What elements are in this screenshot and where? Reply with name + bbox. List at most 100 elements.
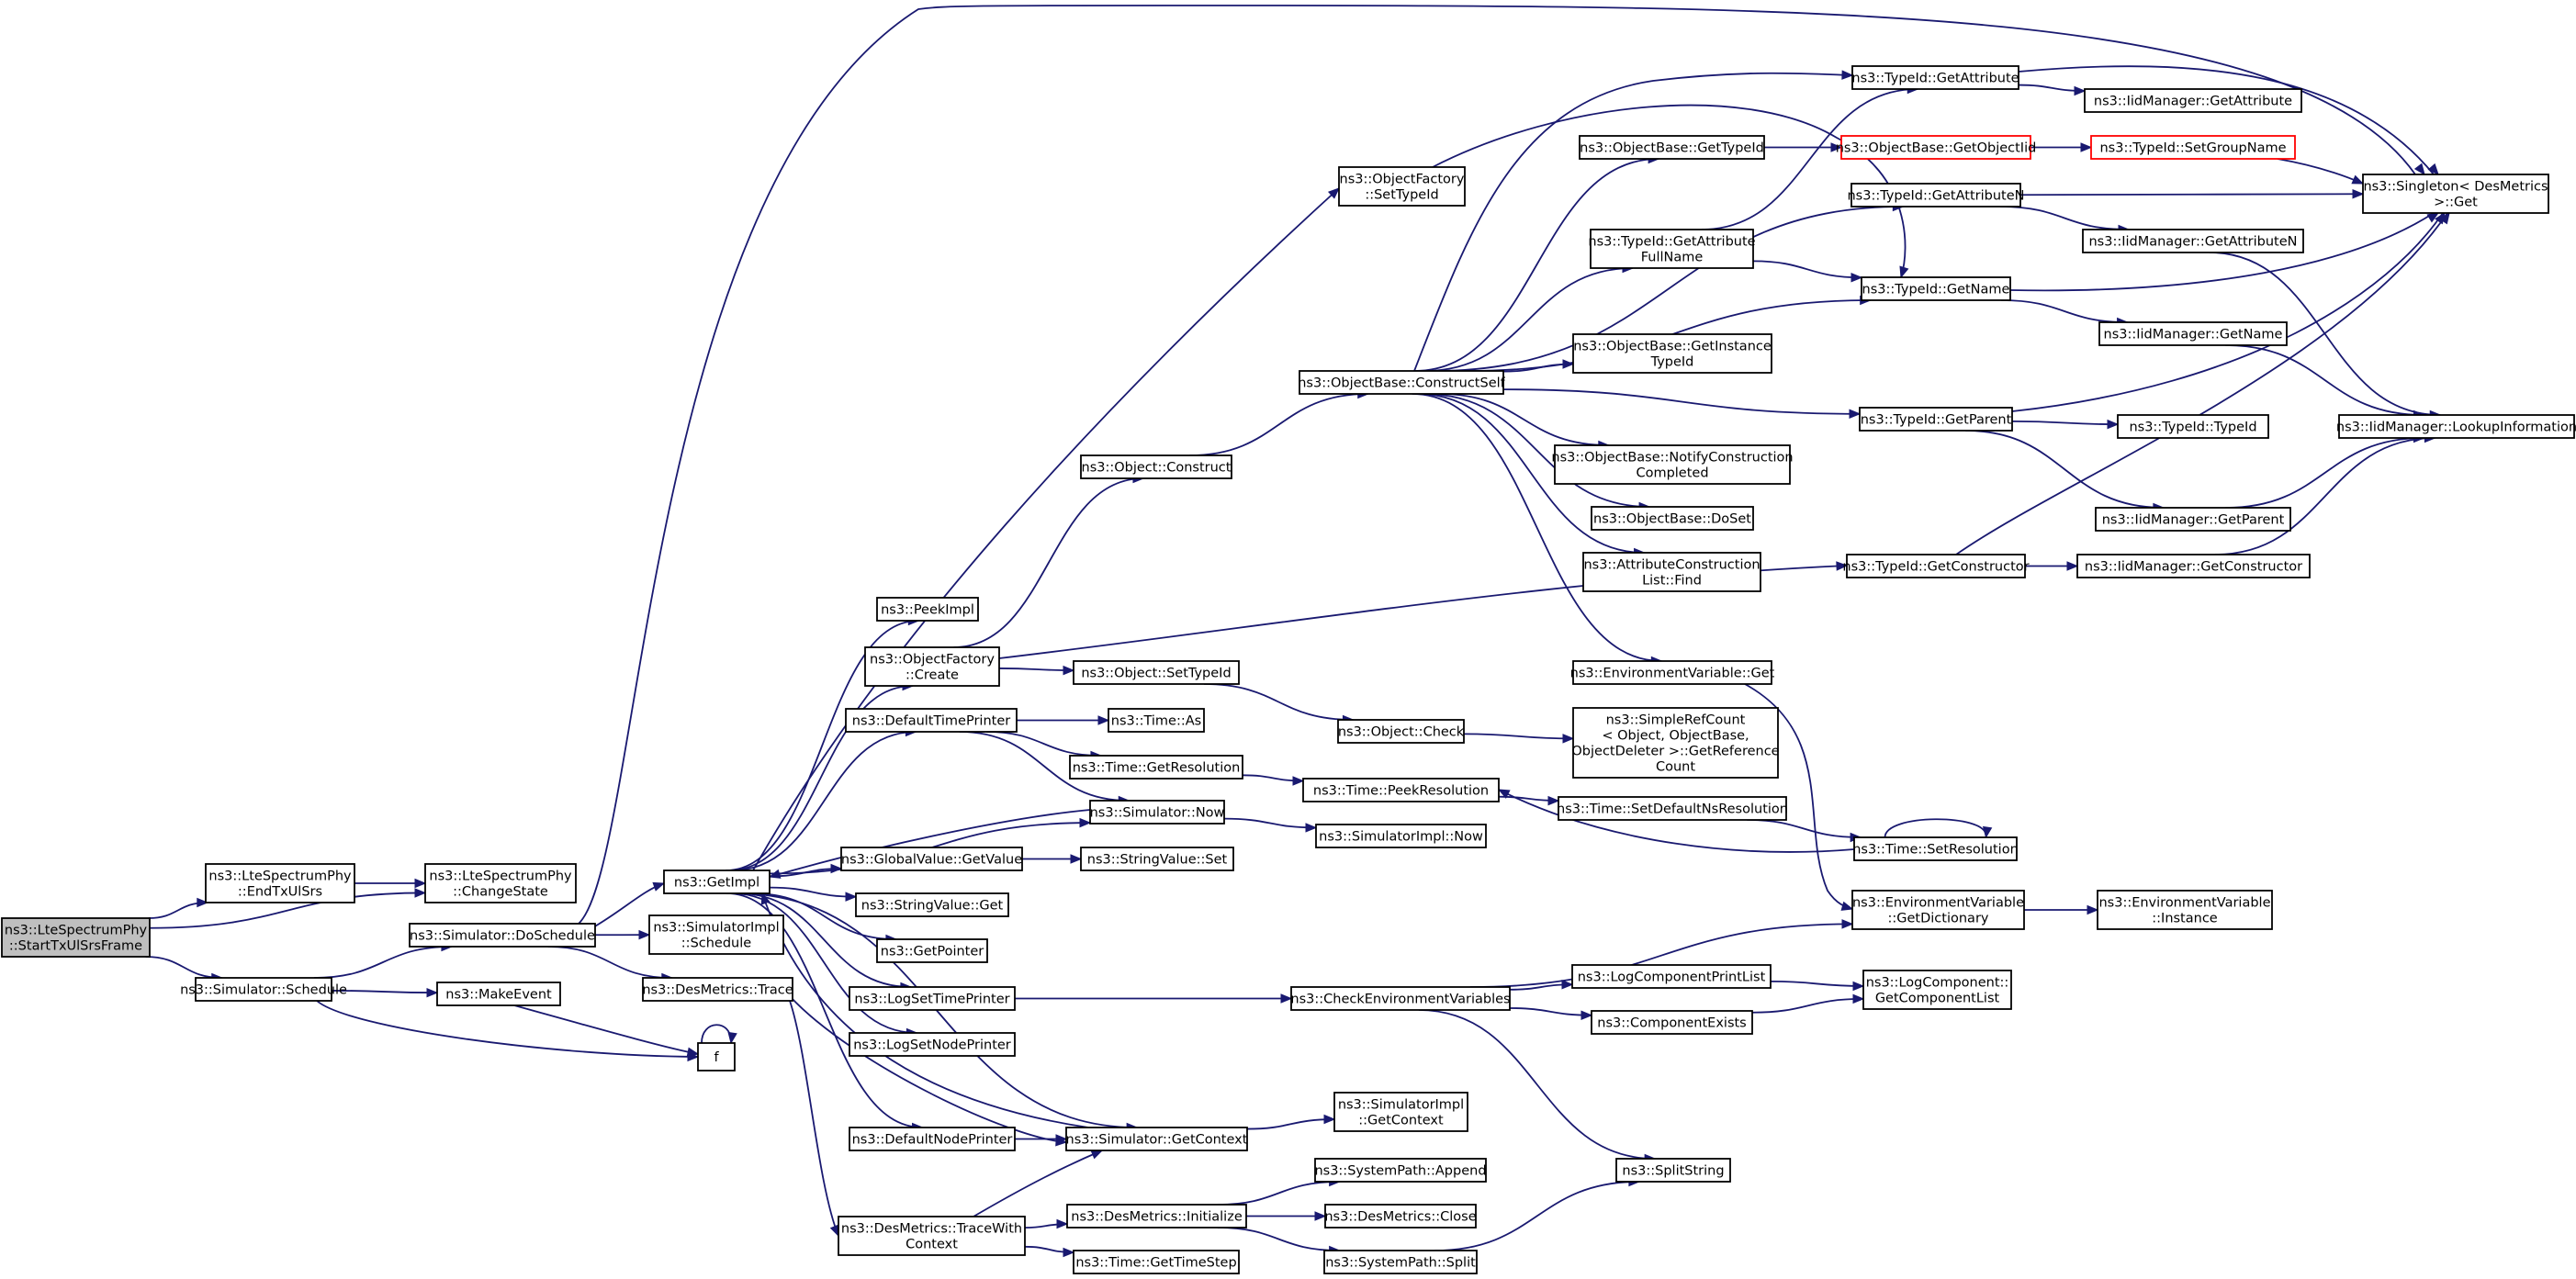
node-desmetrics-trace[interactable]: ns3::DesMetrics::Trace — [642, 977, 793, 1002]
node-end-tx-ul-srs[interactable]: ns3::LteSpectrumPhy::EndTxUlSrs — [205, 863, 355, 903]
node-default-node-printer[interactable]: ns3::DefaultNodePrinter — [849, 1127, 1016, 1151]
node-object-settypeid[interactable]: ns3::Object::SetTypeId — [1073, 660, 1240, 685]
node-simplerefcount-getreferencecount[interactable]: ns3::SimpleRefCount< Object, ObjectBase,… — [1571, 707, 1780, 779]
node-componentexists[interactable]: ns3::ComponentExists — [1591, 1010, 1753, 1035]
node-objectbase-notifyconstructioncompleted[interactable]: ns3::ObjectBase::NotifyConstructionCompl… — [1551, 444, 1794, 485]
node-typeid-getparent[interactable]: ns3::TypeId::GetParent — [1859, 407, 2013, 432]
edge-simulator_now-to-simulatorimpl_now — [1223, 817, 1318, 833]
node-typeid-setgroupname[interactable]: ns3::TypeId::SetGroupName — [2090, 135, 2296, 160]
node-simulator-schedule[interactable]: ns3::Simulator::Schedule — [180, 977, 347, 1002]
node-label: ns3::LteSpectrumPhy — [208, 869, 352, 884]
node-object-construct[interactable]: ns3::Object::Construct — [1080, 454, 1232, 479]
node-label: ns3::Simulator::DoSchedule — [410, 929, 595, 944]
node-simulator-now[interactable]: ns3::Simulator::Now — [1089, 800, 1225, 825]
node-start-tx-ul-srs-frame[interactable]: ns3::LteSpectrumPhy::StartTxUlSrsFrame — [1, 917, 151, 958]
node-object-check[interactable]: ns3::Object::Check — [1337, 719, 1465, 744]
edge-get_impl-to-objectfactory_settypeid — [752, 187, 1340, 871]
node-label: ns3::Simulator::Now — [1090, 806, 1225, 821]
node-change-state[interactable]: ns3::LteSpectrumPhy::ChangeState — [424, 863, 577, 903]
node-default-time-printer[interactable]: ns3::DefaultTimePrinter — [845, 708, 1018, 733]
node-label: ns3::TypeId::SetGroupName — [2099, 141, 2286, 156]
arrowhead — [1547, 795, 1560, 806]
node-typeid-getattributen[interactable]: ns3::TypeId::GetAttributeN — [1847, 183, 2025, 208]
node-label: ns3::StringValue::Get — [861, 899, 1004, 914]
edge-objectbase_getobjectiid-to-typeid_setgroupname — [2030, 142, 2093, 152]
node-objectbase-doset[interactable]: ns3::ObjectBase::DoSet — [1591, 506, 1754, 531]
node-time-as[interactable]: ns3::Time::As — [1108, 708, 1205, 733]
node-time-peekresolution[interactable]: ns3::Time::PeekResolution — [1302, 778, 1500, 802]
arrowhead — [2352, 189, 2365, 199]
edge-simulator_schedule-to-simulator_doschedule — [314, 941, 454, 979]
arrowhead — [1850, 272, 1863, 283]
node-label: ns3::Simulator::Schedule — [180, 983, 347, 998]
node-simulatorimpl-schedule[interactable]: ns3::SimulatorImpl::Schedule — [648, 914, 784, 955]
node-get-impl[interactable]: ns3::GetImpl — [663, 869, 771, 894]
arrowhead — [727, 1031, 737, 1045]
node-iidmanager-getattributen[interactable]: ns3::IidManager::GetAttributeN — [2082, 229, 2304, 253]
node-splitstring[interactable]: ns3::SplitString — [1615, 1158, 1731, 1183]
edge-simulator_schedule-to-f — [316, 1000, 700, 1062]
arrowhead — [1292, 776, 1305, 786]
node-label: ns3::ObjectBase::GetInstance — [1573, 340, 1772, 354]
node-objectbase-getobjectiid[interactable]: ns3::ObjectBase::GetObjectIid — [1836, 135, 2037, 160]
node-f[interactable]: f — [697, 1042, 736, 1071]
node-desmetrics-initialize[interactable]: ns3::DesMetrics::Initialize — [1066, 1204, 1247, 1229]
node-stringvalue-set[interactable]: ns3::StringValue::Set — [1080, 847, 1234, 871]
node-objectbase-constructself[interactable]: ns3::ObjectBase::ConstructSelf — [1298, 370, 1506, 395]
node-typeid-getconstructor[interactable]: ns3::TypeId::GetConstructor — [1842, 554, 2030, 578]
arrowhead — [426, 987, 439, 998]
node-environmentvariable-instance[interactable]: ns3::EnvironmentVariable::Instance — [2097, 890, 2273, 930]
node-simulator-getcontext[interactable]: ns3::Simulator::GetContext — [1065, 1127, 1248, 1151]
node-peek-impl[interactable]: ns3::PeekImpl — [876, 597, 979, 622]
node-make-event[interactable]: ns3::MakeEvent — [436, 982, 561, 1006]
node-environmentvariable-get[interactable]: ns3::EnvironmentVariable::Get — [1570, 660, 1775, 685]
node-logcomponentprintlist[interactable]: ns3::LogComponentPrintList — [1571, 964, 1772, 989]
node-log-set-time-printer[interactable]: ns3::LogSetTimePrinter — [849, 986, 1016, 1011]
node-time-gettimestep[interactable]: ns3::Time::GetTimeStep — [1073, 1250, 1240, 1274]
node-log-set-node-printer[interactable]: ns3::LogSetNodePrinter — [849, 1032, 1016, 1057]
node-objectbase-gettypeid[interactable]: ns3::ObjectBase::GetTypeId — [1579, 135, 1765, 160]
node-stringvalue-get[interactable]: ns3::StringValue::Get — [855, 892, 1009, 917]
node-systempath-split[interactable]: ns3::SystemPath::Split — [1323, 1250, 1478, 1274]
node-environmentvariable-getdictionary[interactable]: ns3::EnvironmentVariable::GetDictionary — [1851, 890, 2025, 930]
node-time-getresolution[interactable]: ns3::Time::GetResolution — [1069, 755, 1243, 780]
node-objectfactory-settypeid[interactable]: ns3::ObjectFactory::SetTypeId — [1338, 166, 1466, 207]
node-box — [1591, 1010, 1753, 1035]
node-systempath-append[interactable]: ns3::SystemPath::Append — [1314, 1158, 1487, 1183]
node-desmetrics-close[interactable]: ns3::DesMetrics::Close — [1324, 1204, 1477, 1229]
node-label: ns3::SimulatorImpl::Now — [1319, 830, 1483, 845]
node-typeid-typeid[interactable]: ns3::TypeId::TypeId — [2117, 414, 2269, 439]
node-check-env-vars[interactable]: ns3::CheckEnvironmentVariables — [1290, 986, 1511, 1011]
node-box — [1073, 1250, 1240, 1274]
node-iidmanager-getconstructor[interactable]: ns3::IidManager::GetConstructor — [2076, 554, 2311, 578]
node-iidmanager-lookupinformation[interactable]: ns3::IidManager::LookupInformation — [2336, 414, 2576, 439]
node-label: ns3::LogSetTimePrinter — [854, 993, 1009, 1007]
node-iidmanager-getname[interactable]: ns3::IidManager::GetName — [2098, 321, 2288, 346]
node-iidmanager-getattribute[interactable]: ns3::IidManager::GetAttribute — [2084, 88, 2302, 113]
node-iidmanager-getparent[interactable]: ns3::IidManager::GetParent — [2095, 507, 2291, 532]
node-singleton-get[interactable]: ns3::Singleton< DesMetrics>::Get — [2362, 174, 2549, 214]
node-objectfactory-create[interactable]: ns3::ObjectFactory::Create — [864, 646, 1000, 687]
node-logcomponent-getcomponentlist[interactable]: ns3::LogComponent::GetComponentList — [1862, 970, 2012, 1010]
node-simulatorimpl-getcontext[interactable]: ns3::SimulatorImpl::GetContext — [1333, 1092, 1468, 1132]
edge-start_tx_ul_srs_frame-to-change_state — [149, 888, 427, 929]
node-time-setresolution[interactable]: ns3::Time::SetResolution — [1852, 836, 2019, 861]
arrowhead — [1497, 789, 1511, 799]
node-get-pointer[interactable]: ns3::GetPointer — [876, 938, 988, 963]
node-globalvalue-getvalue[interactable]: ns3::GlobalValue::GetValue — [840, 847, 1023, 871]
node-label: ns3::Object::Construct — [1082, 461, 1232, 476]
node-simulator-doschedule[interactable]: ns3::Simulator::DoSchedule — [409, 923, 596, 948]
node-typeid-getattribute[interactable]: ns3::TypeId::GetAttribute — [1851, 65, 2019, 90]
node-time-setdefaultnsresolution[interactable]: ns3::Time::SetDefaultNsResolution — [1557, 796, 1788, 821]
node-label: ::Create — [906, 668, 959, 683]
node-box — [2095, 507, 2291, 532]
node-typeid-getname[interactable]: ns3::TypeId::GetName — [1861, 276, 2011, 301]
node-simulatorimpl-now[interactable]: ns3::SimulatorImpl::Now — [1315, 824, 1487, 848]
edge-environmentvariable_getdictionary-to-environmentvariable_instance — [2023, 904, 2099, 915]
node-box — [1080, 454, 1232, 479]
edge-object_check-to-simplerefcount_getreferencecount — [1463, 733, 1575, 744]
